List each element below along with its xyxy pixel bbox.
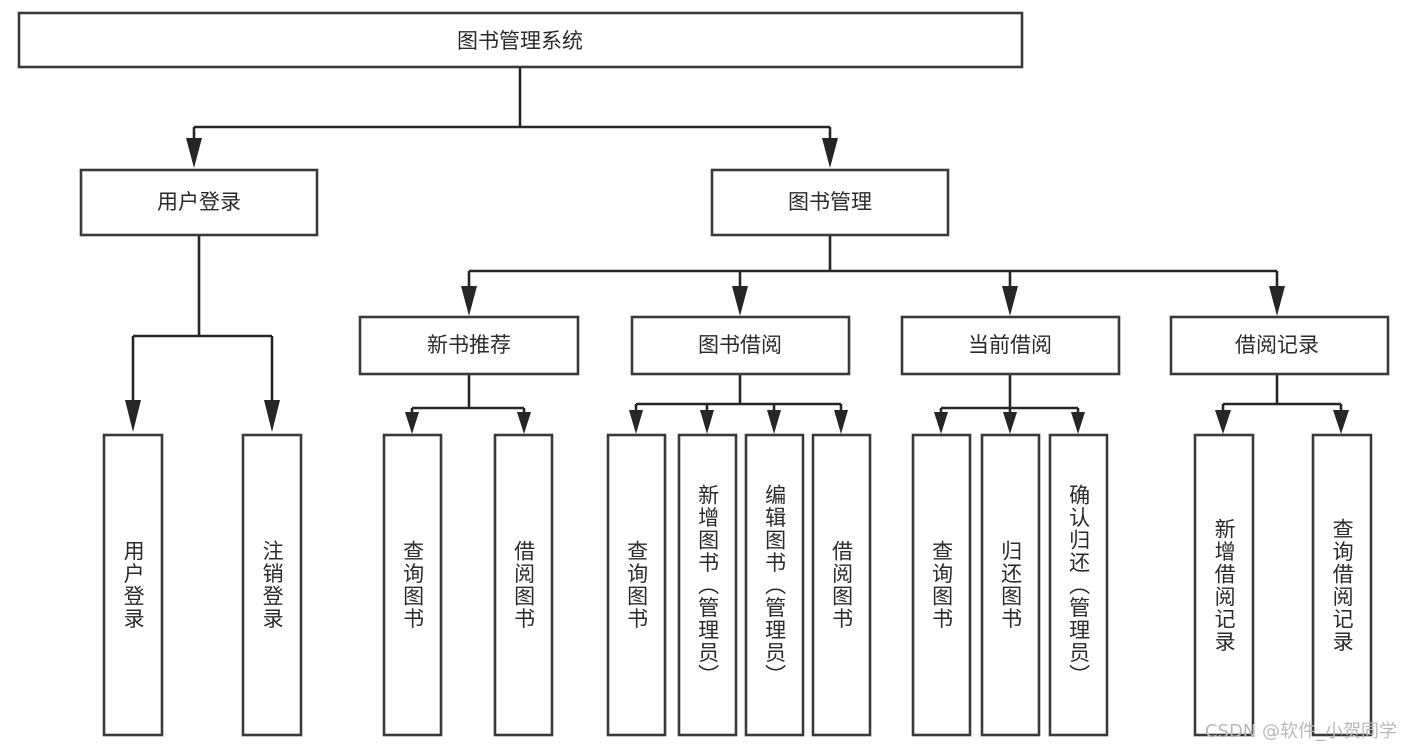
- leaf-user-login-box[interactable]: [102, 433, 164, 737]
- node-current-borrow-label: 当前借阅: [968, 333, 1052, 357]
- nodes-layer: 图书管理系统 用户登录 图书管理 新书推荐 图书借阅 当前借阅 借阅记录: [17, 11, 1390, 737]
- node-user-login-label: 用户登录: [157, 190, 241, 214]
- leaf-query-book-1-box[interactable]: [382, 433, 443, 737]
- arrow-to-new-book: [461, 286, 477, 316]
- arrow-to-leaf-add-book: [700, 410, 714, 434]
- node-book-manage-label: 图书管理: [788, 190, 872, 214]
- leaf-confirm-return-box[interactable]: [1048, 433, 1109, 737]
- node-root-box[interactable]: [17, 11, 1024, 69]
- arrow-to-book-borrow: [732, 286, 748, 316]
- arrow-to-user-login: [186, 138, 202, 168]
- leaf-query-book-3-box[interactable]: [911, 433, 972, 737]
- node-borrow-record-box[interactable]: [1169, 315, 1390, 376]
- arrow-to-leaf-borrow-book-1: [517, 412, 531, 434]
- arrow-to-leaf-borrow-book-2: [834, 410, 848, 434]
- arrow-to-borrow-record: [1269, 286, 1285, 316]
- leaf-add-record-box[interactable]: [1193, 433, 1255, 737]
- leaf-edit-book-box[interactable]: [744, 433, 805, 737]
- arrow-to-leaf-query-book-3: [934, 412, 948, 434]
- arrow-to-leaf-query-book-2: [629, 410, 643, 434]
- edges-layer: [125, 67, 1349, 434]
- watermark-text: CSDN @软件_小贺同学: [1204, 721, 1397, 742]
- arrow-to-leaf-edit-book: [767, 410, 781, 434]
- leaf-query-book-2-box[interactable]: [606, 433, 667, 737]
- arrow-to-leaf-return-book: [1003, 412, 1017, 434]
- leaf-add-book-box[interactable]: [677, 433, 738, 737]
- arrow-to-leaf-query-book-1: [405, 412, 419, 434]
- arrow-to-leaf-user-login: [125, 400, 141, 432]
- node-borrow-record-label: 借阅记录: [1235, 333, 1319, 357]
- leaf-return-book-box[interactable]: [980, 433, 1041, 737]
- arrow-to-leaf-query-record: [1333, 410, 1349, 434]
- leaf-query-record-box[interactable]: [1311, 433, 1373, 737]
- node-book-borrow-label: 图书借阅: [698, 333, 782, 357]
- arrow-to-leaf-logout: [264, 400, 280, 432]
- arrow-to-leaf-confirm-return: [1071, 412, 1085, 434]
- node-root-label: 图书管理系统: [457, 29, 583, 53]
- node-new-book-box[interactable]: [358, 315, 580, 376]
- node-user-login-box[interactable]: [79, 168, 319, 237]
- arrow-to-leaf-add-record: [1215, 410, 1231, 434]
- node-current-borrow-box[interactable]: [900, 315, 1121, 376]
- leaf-borrow-book-1-box[interactable]: [493, 433, 554, 737]
- node-book-manage-box[interactable]: [710, 168, 950, 237]
- arrow-to-current-borrow: [1002, 286, 1018, 316]
- leaf-borrow-book-2-box[interactable]: [811, 433, 872, 737]
- arrow-to-book-manage: [822, 138, 838, 168]
- node-new-book-label: 新书推荐: [427, 333, 511, 357]
- node-book-borrow-box[interactable]: [630, 315, 851, 376]
- leaf-logout-box[interactable]: [241, 433, 303, 737]
